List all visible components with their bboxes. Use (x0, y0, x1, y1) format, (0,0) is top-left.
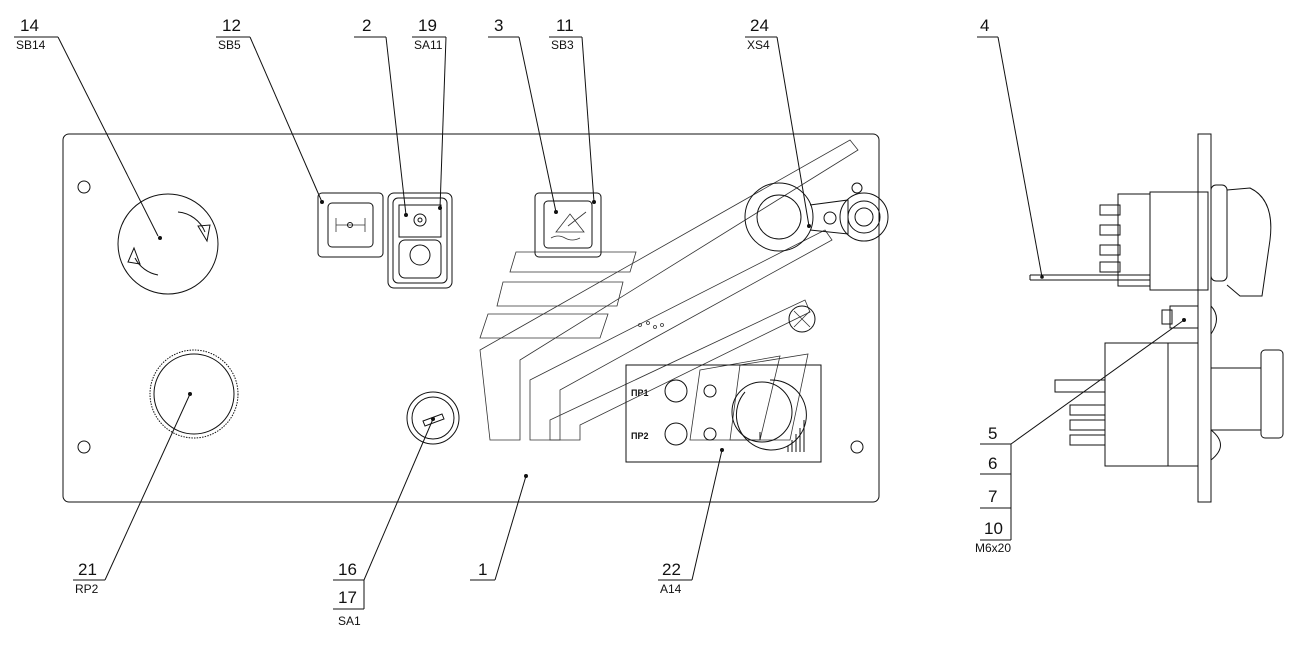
svg-text:SA1: SA1 (338, 614, 361, 628)
callout-2: 2 (354, 16, 407, 216)
svg-text:22: 22 (662, 560, 681, 579)
svg-text:XS4: XS4 (747, 38, 770, 52)
front-panel (62, 133, 880, 503)
svg-text:2: 2 (362, 16, 371, 35)
callout-22: 22 A14 (658, 449, 723, 596)
svg-text:17: 17 (338, 588, 357, 607)
button-sb5 (317, 192, 384, 258)
svg-text:4: 4 (980, 16, 989, 35)
screw-head (788, 305, 816, 333)
svg-text:5: 5 (988, 424, 997, 443)
callout-4: 4 (977, 16, 1043, 278)
svg-text:A14: A14 (660, 582, 682, 596)
svg-text:21: 21 (78, 560, 97, 579)
callout-1: 1 (470, 475, 527, 581)
socket-xs4 (744, 182, 889, 252)
svg-text:7: 7 (988, 487, 997, 506)
svg-text:16: 16 (338, 560, 357, 579)
button-sb3 (534, 192, 602, 258)
mounting-hole (77, 440, 91, 454)
fuse1-label: ПР1 (631, 388, 648, 398)
potentiometer-knob (149, 349, 239, 439)
panel-emblem (479, 139, 859, 441)
callout-11: 11 SB3 (549, 16, 595, 203)
callout-19: 19 SA11 (412, 16, 447, 209)
mounting-hole (77, 180, 91, 194)
svg-text:11: 11 (556, 16, 574, 35)
callout-12: 12 SB5 (216, 16, 323, 203)
svg-text:RP2: RP2 (75, 582, 99, 596)
callout-14: 14 SB14 (14, 16, 159, 237)
side-view (1029, 133, 1284, 503)
svg-text:19: 19 (418, 16, 437, 35)
svg-text:12: 12 (222, 16, 241, 35)
callout-24: 24 XS4 (745, 16, 810, 227)
svg-text:3: 3 (494, 16, 503, 35)
svg-text:10: 10 (984, 519, 1003, 538)
svg-text:1: 1 (478, 560, 487, 579)
svg-text:SB14: SB14 (16, 38, 46, 52)
fuse2-label: ПР2 (631, 431, 648, 441)
svg-text:14: 14 (20, 16, 39, 35)
svg-text:6: 6 (988, 454, 997, 473)
callout-stack-5-6-7-10: 5 6 7 10 M6x20 (975, 319, 1185, 555)
fuse-block-a14: ПР1 ПР2 (625, 364, 822, 463)
svg-text:SB3: SB3 (551, 38, 574, 52)
key-switch-sa1 (406, 391, 460, 445)
mounting-hole (850, 440, 864, 454)
svg-text:M6x20: M6x20 (975, 541, 1011, 555)
callout-16-17: 16 17 SA1 (333, 418, 434, 628)
svg-text:SA11: SA11 (414, 38, 443, 52)
callout-3: 3 (488, 16, 557, 213)
svg-text:24: 24 (750, 16, 769, 35)
switch-sa11 (387, 192, 453, 289)
callout-21: 21 RP2 (73, 393, 191, 596)
svg-text:SB5: SB5 (218, 38, 241, 52)
emergency-stop-button (117, 193, 219, 295)
